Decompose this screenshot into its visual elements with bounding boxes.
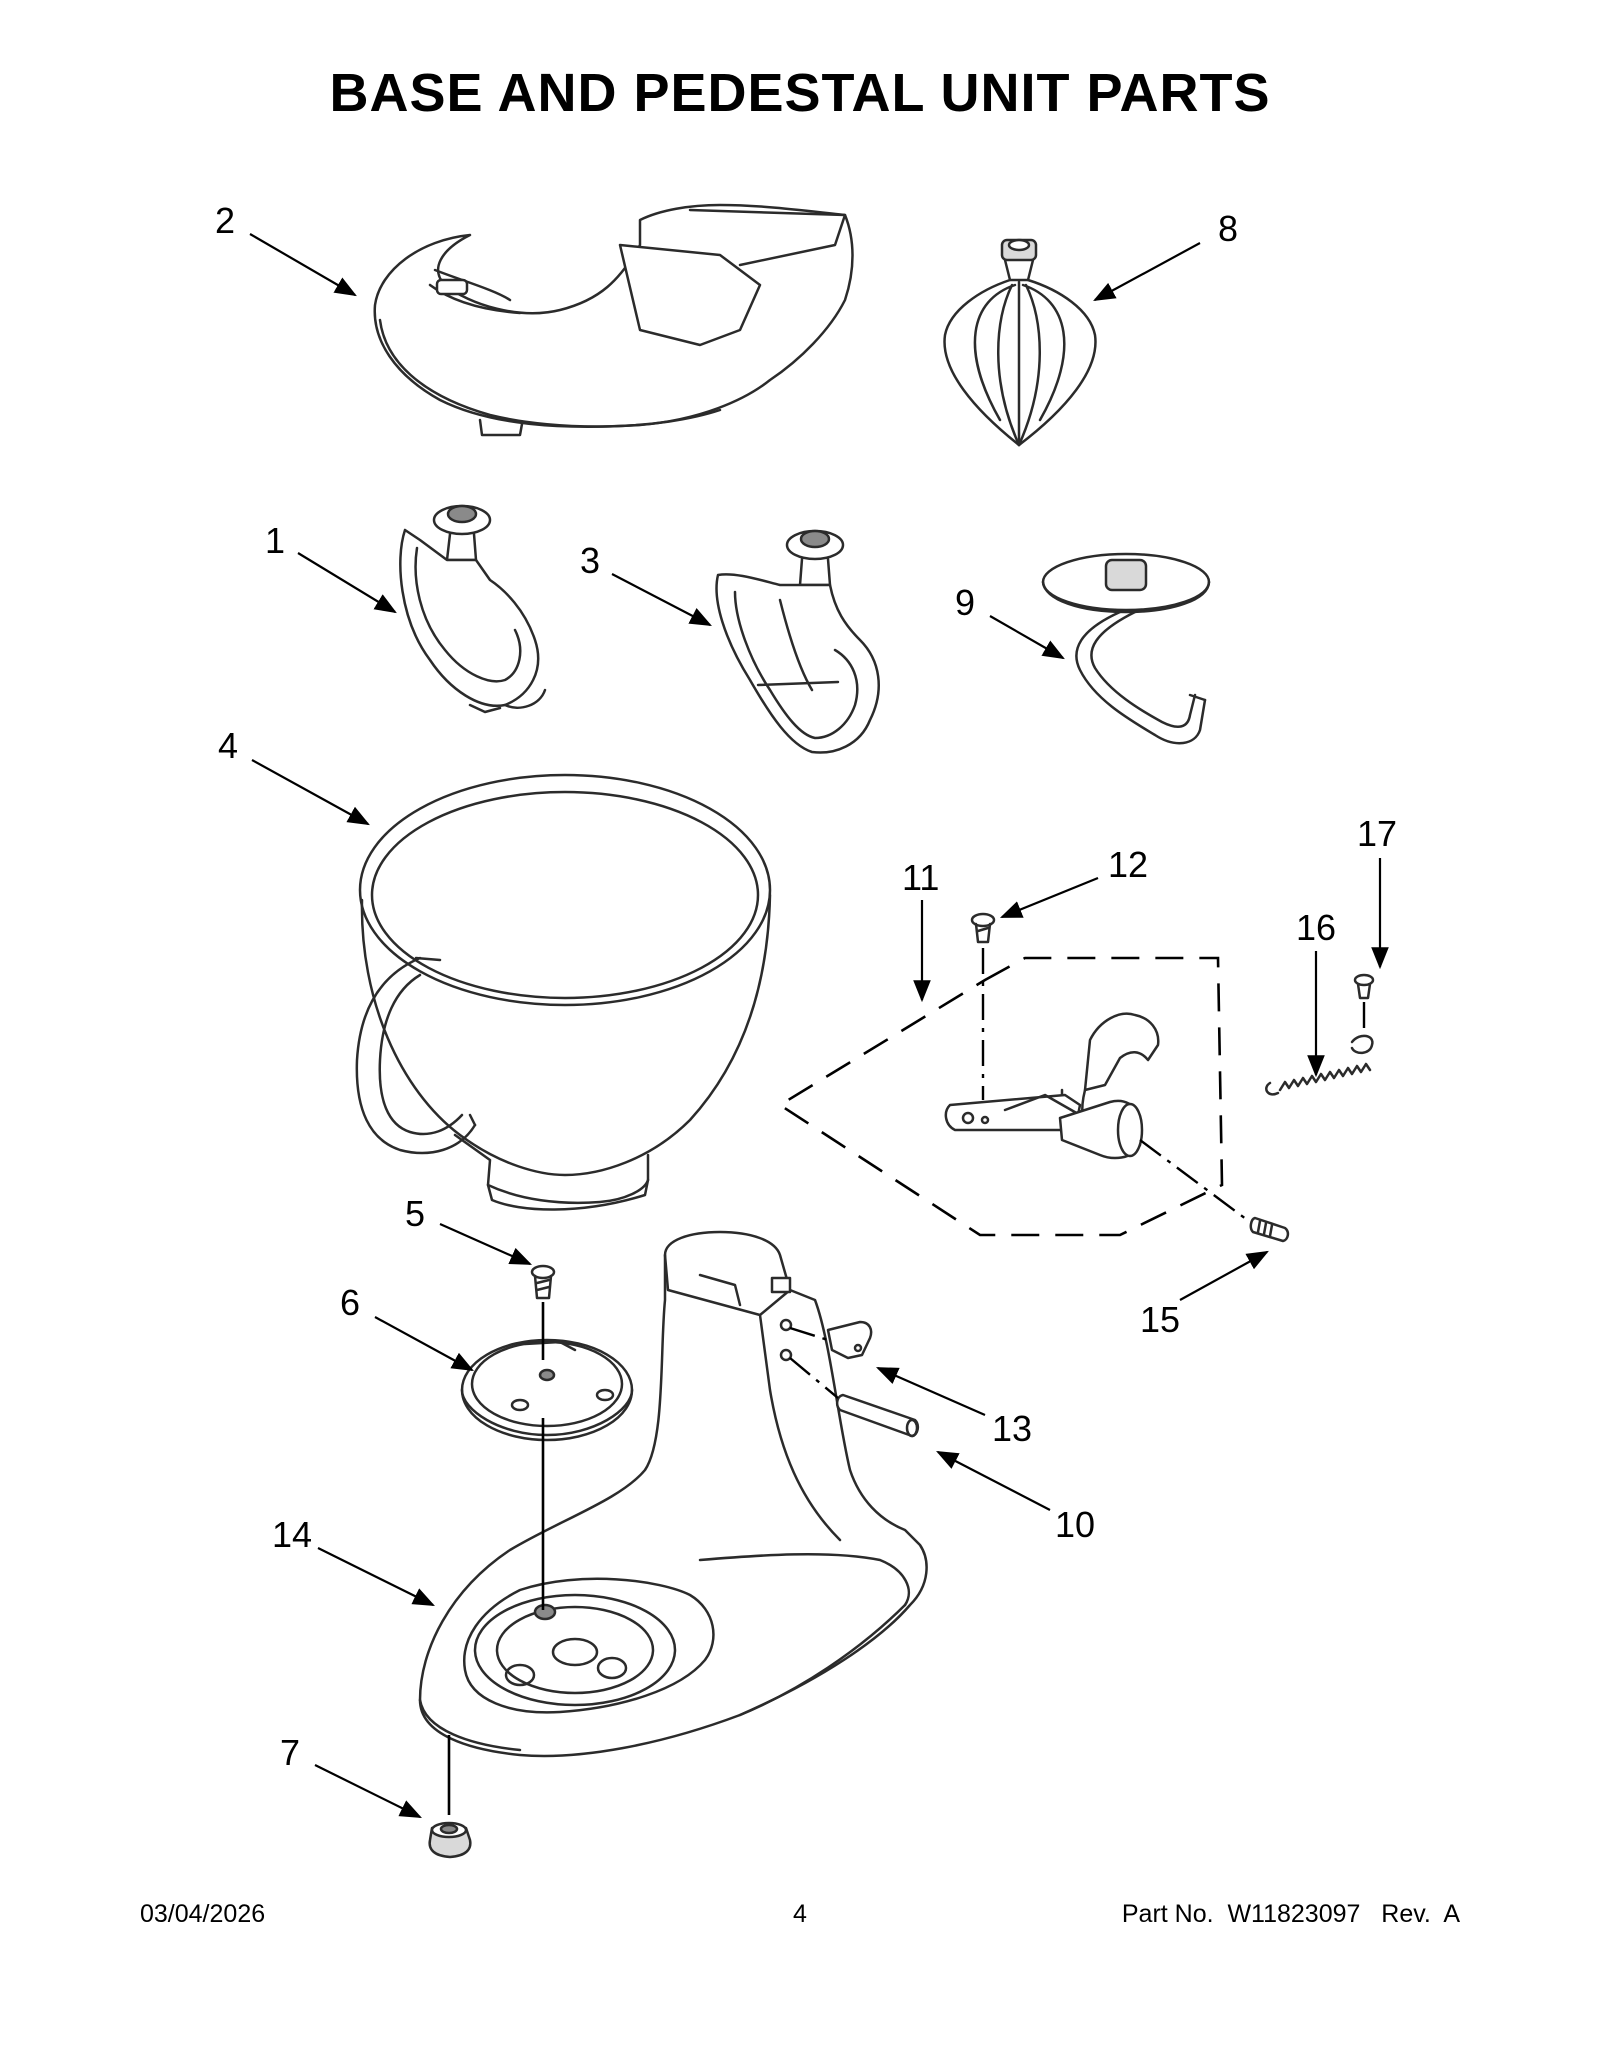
hinge-pin <box>835 1393 920 1438</box>
callout-5: 5 <box>405 1193 425 1234</box>
pouring-shield <box>373 203 854 437</box>
callout-6: 6 <box>340 1282 360 1323</box>
callout-7: 7 <box>280 1732 300 1773</box>
bowl-clamp-plate <box>460 1338 634 1442</box>
footer-page-number: 4 <box>793 1900 807 1928</box>
callout-9: 9 <box>955 582 975 623</box>
callout-16: 16 <box>1296 907 1336 948</box>
pedestal-base <box>418 1230 928 1758</box>
callout-14: 14 <box>272 1514 312 1555</box>
page-title: BASE AND PEDESTAL UNIT PARTS <box>329 63 1271 123</box>
callout-17: 17 <box>1357 813 1397 854</box>
footer-date: 03/04/2026 <box>140 1900 266 1928</box>
callout-labels: 2 8 1 3 9 4 11 12 16 17 15 5 6 13 10 14 … <box>215 200 1397 1773</box>
callout-8: 8 <box>1218 208 1238 249</box>
bowl-clamp-screw <box>530 1264 556 1300</box>
flat-beater <box>715 529 880 754</box>
spring-screw <box>1353 973 1375 1000</box>
rubber-foot <box>428 1821 472 1859</box>
wire-whip <box>943 238 1097 447</box>
flex-edge-beater <box>399 504 547 714</box>
leader-arrows <box>249 233 1389 1818</box>
dough-hook <box>1041 552 1211 745</box>
footer-part-number: Part No. W11823097 Rev. A <box>1121 1900 1460 1928</box>
lever-screw <box>970 912 996 944</box>
callout-1: 1 <box>265 520 285 561</box>
hinge-pin-cover <box>826 1320 873 1360</box>
callout-11: 11 <box>902 857 939 898</box>
lever-spring <box>1265 1034 1374 1096</box>
locking-lever-assembly <box>944 1012 1160 1160</box>
lever-set-screw <box>1249 1216 1290 1243</box>
callout-2: 2 <box>215 200 235 241</box>
assembly-lines <box>447 948 1366 1815</box>
callout-4: 4 <box>218 725 238 766</box>
callout-3: 3 <box>580 540 600 581</box>
mixing-bowl <box>355 773 772 1211</box>
callout-12: 12 <box>1108 844 1148 885</box>
callout-10: 10 <box>1055 1504 1095 1545</box>
callout-13: 13 <box>992 1408 1032 1449</box>
callout-15: 15 <box>1140 1299 1180 1340</box>
